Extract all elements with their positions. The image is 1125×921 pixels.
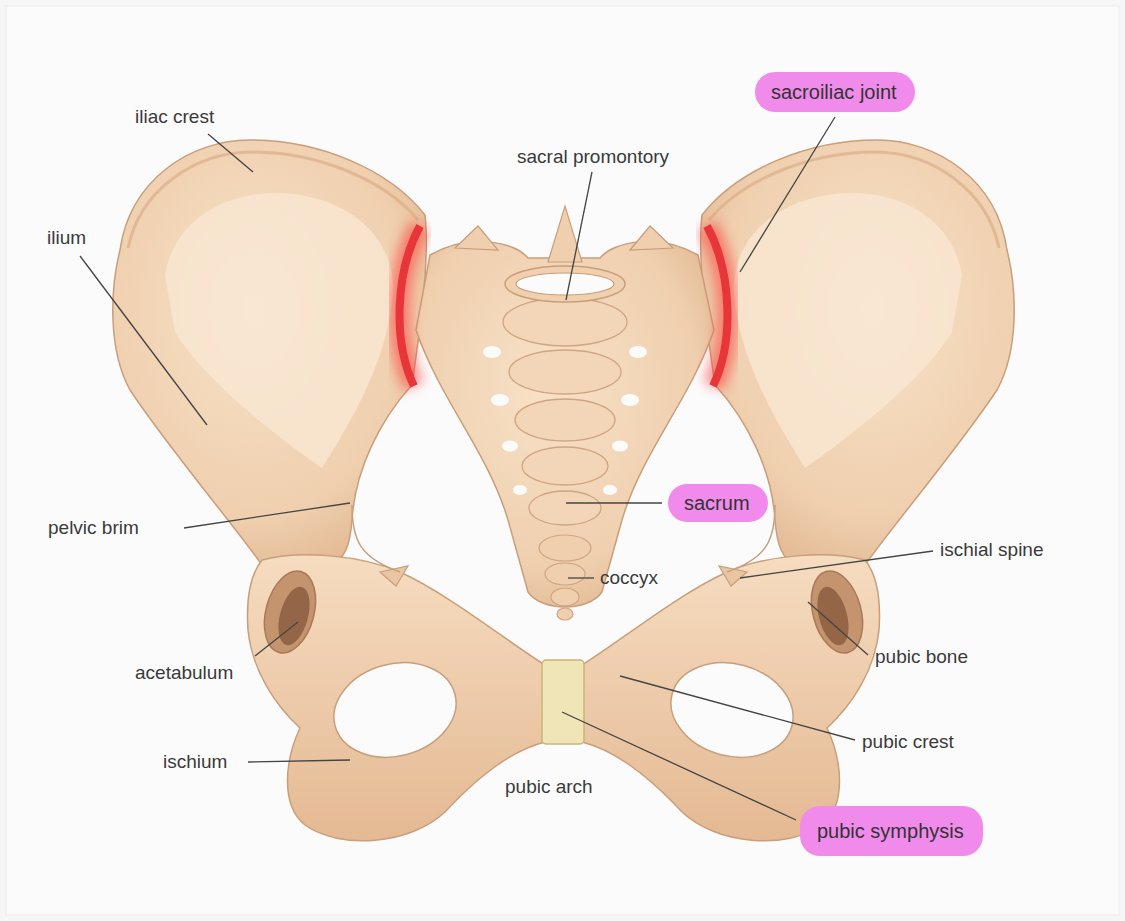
part-label: pubic arch (505, 776, 593, 798)
part-label: ilium (47, 227, 86, 249)
highlight-label: sacrum (668, 484, 768, 522)
part-label: ischium (163, 751, 227, 773)
highlight-label: sacroiliac joint (755, 72, 915, 112)
part-label: ischial spine (940, 539, 1044, 561)
part-label: pubic bone (875, 646, 968, 668)
sacrum-illustration (416, 206, 714, 620)
part-label: pelvic brim (48, 517, 139, 539)
part-label: sacral promontory (517, 146, 669, 168)
part-label: sacroiliac joint (771, 80, 897, 104)
part-label: iliac crest (135, 106, 214, 128)
part-label: sacrum (684, 491, 750, 515)
highlight-label: pubic symphysis (800, 806, 983, 856)
part-label: coccyx (600, 567, 658, 589)
symphysis-disc (542, 660, 584, 744)
hip-bone (113, 140, 545, 841)
part-label: pubic crest (862, 731, 954, 753)
part-label: acetabulum (135, 662, 233, 684)
background-panel (6, 6, 1119, 915)
leader-lines (80, 117, 933, 820)
joint-glow (400, 226, 728, 386)
part-label: pubic symphysis (817, 819, 964, 843)
